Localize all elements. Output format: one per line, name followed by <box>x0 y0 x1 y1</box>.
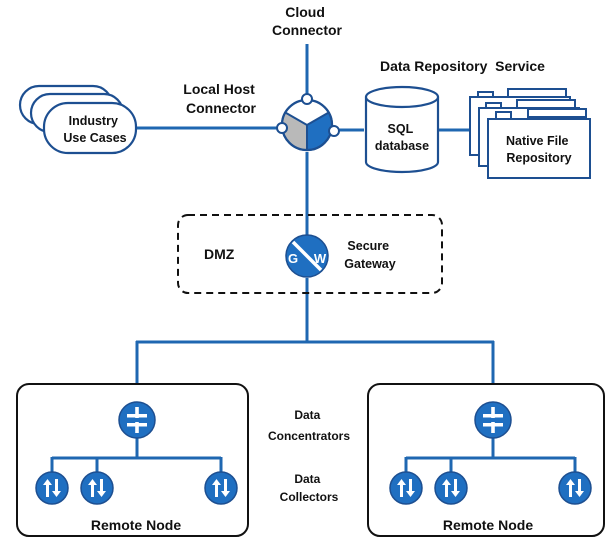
industry-use-cases-label: Industry Use Cases <box>63 114 126 145</box>
up-down-arrows-icon <box>558 471 592 505</box>
sql-database-label: SQL database <box>375 122 429 153</box>
secure-gateway-label: Secure Gateway <box>344 239 395 271</box>
gateway-letter-w: W <box>314 251 327 266</box>
up-down-arrows-icon <box>434 471 468 505</box>
local-host-connector-label: Local Host Connector <box>183 81 258 116</box>
connection-lines <box>134 44 495 403</box>
cloud-connector-label: Cloud Connector <box>272 4 343 38</box>
not-equal-icon <box>118 401 156 439</box>
database-cylinder-icon <box>364 97 440 174</box>
gateway-letter-g: G <box>288 251 298 266</box>
remote-node-box <box>16 383 249 537</box>
hub-port-top <box>301 93 313 105</box>
sql-database <box>364 85 440 174</box>
up-down-arrows-icon <box>80 471 114 505</box>
folder-icon-front <box>487 108 591 179</box>
industry-use-cases-stack <box>18 84 138 155</box>
up-down-arrows-icon <box>389 471 423 505</box>
up-down-arrows-icon <box>35 471 69 505</box>
use-case-card-front <box>42 101 138 155</box>
not-equal-icon <box>474 401 512 439</box>
data-concentrators-label: Data Concentrators <box>268 408 350 443</box>
remote-node-left-label: Remote Node <box>91 517 181 533</box>
remote-node-right: Remote Node <box>367 383 605 537</box>
remote-node-right-label: Remote Node <box>443 517 533 533</box>
gateway-icon: G W <box>285 234 329 278</box>
remote-node-box <box>367 383 605 537</box>
remote-node-left: Remote Node <box>16 383 249 537</box>
hub-port-right <box>328 125 340 137</box>
hub-port-left <box>276 122 288 134</box>
dmz-label: DMZ <box>204 246 235 262</box>
connector-hub <box>276 93 340 152</box>
native-file-repository-label: Native File Repository <box>506 134 572 165</box>
data-collectors-label: Data Collectors <box>280 472 339 504</box>
data-repository-service-label: Data Repository Service <box>380 58 545 74</box>
native-file-repository <box>469 88 591 179</box>
dmz-zone <box>177 214 443 294</box>
up-down-arrows-icon <box>204 471 238 505</box>
